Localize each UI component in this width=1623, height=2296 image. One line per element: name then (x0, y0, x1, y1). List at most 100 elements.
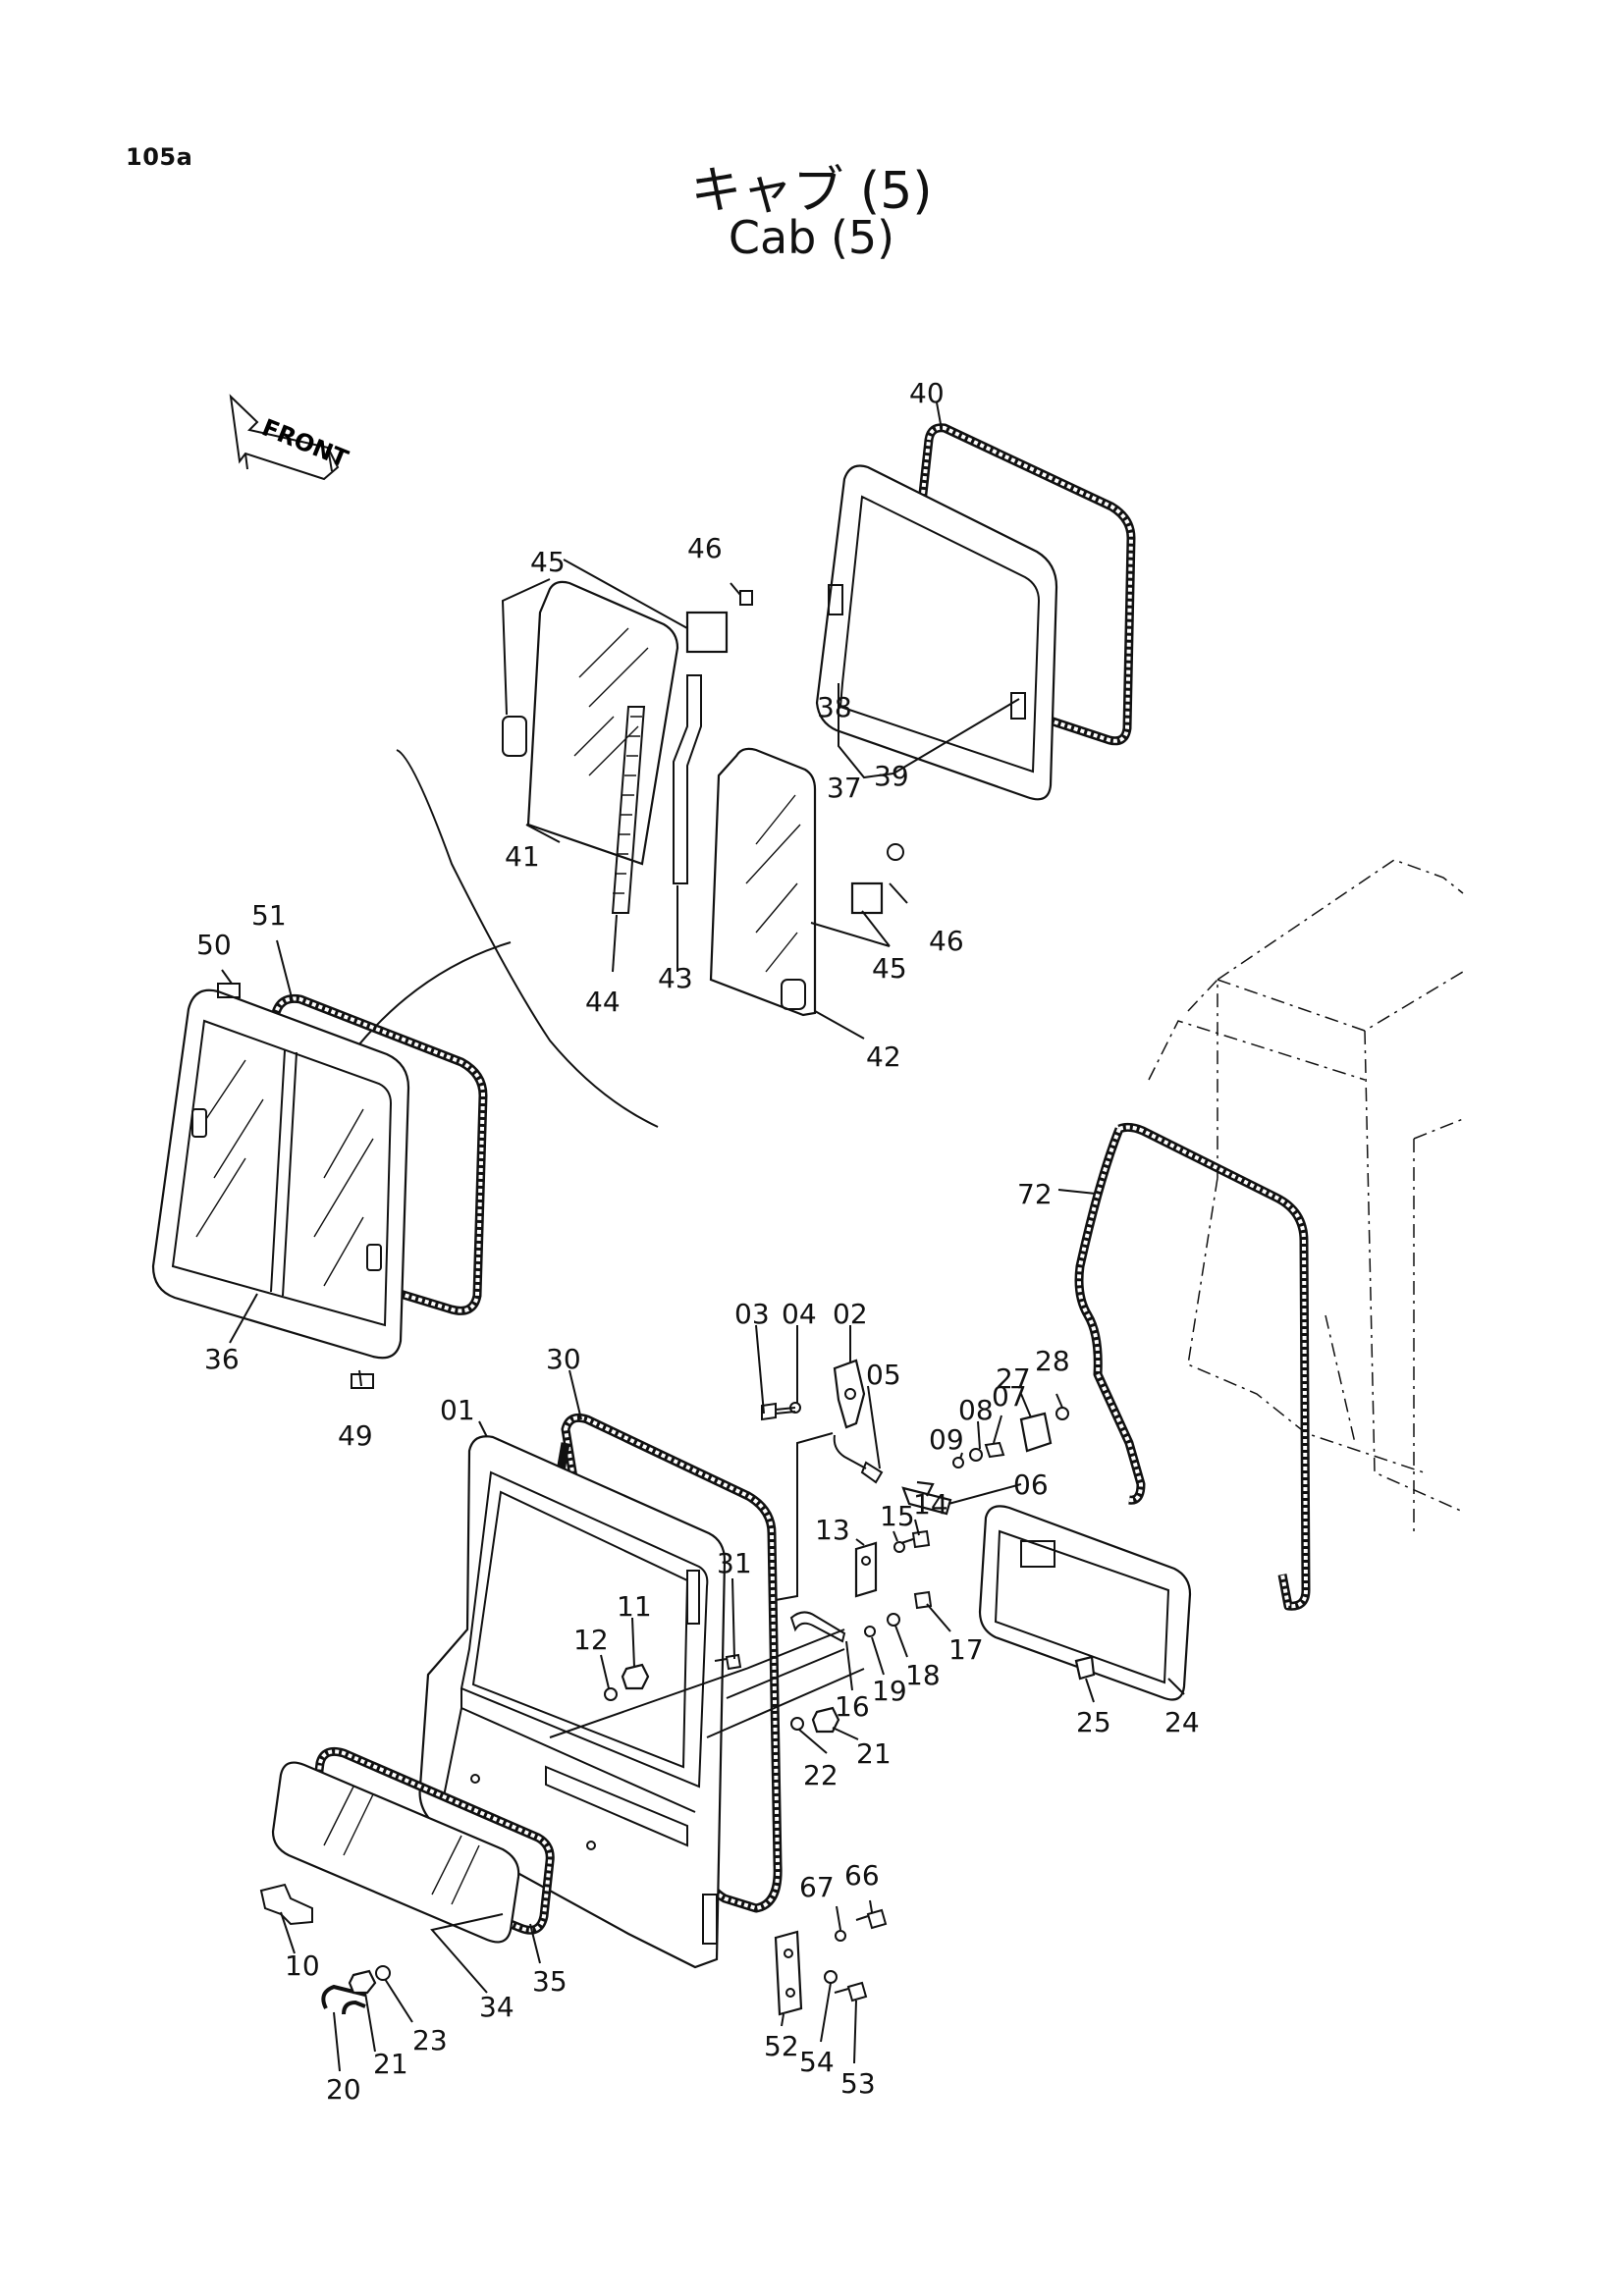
washer-09 (952, 1457, 964, 1468)
sliding-glass-42 (709, 747, 904, 1017)
label-19: 19 (872, 1675, 907, 1707)
label-54: 54 (799, 2046, 835, 2078)
label-02: 02 (833, 1298, 868, 1330)
front-label: FRONT (258, 413, 352, 473)
label-05: 05 (866, 1359, 901, 1391)
label-30: 30 (546, 1343, 581, 1375)
label-11: 11 (617, 1590, 652, 1623)
washer-23 (375, 1965, 391, 1981)
bolt-14 (900, 1529, 931, 1549)
cab-body (1148, 859, 1464, 1531)
label-45-bottom: 45 (872, 952, 907, 985)
washer-04 (789, 1402, 801, 1414)
bolt-53 (834, 1981, 868, 2002)
washer-12 (604, 1687, 618, 1701)
label-53: 53 (840, 2067, 876, 2100)
label-09: 09 (929, 1423, 964, 1456)
label-44: 44 (585, 986, 621, 1018)
lock-02 (833, 1359, 866, 1429)
label-08: 08 (958, 1394, 994, 1426)
label-10: 10 (285, 1949, 320, 1982)
washer-67 (835, 1930, 846, 1942)
label-04: 04 (782, 1298, 817, 1330)
label-51: 51 (251, 899, 287, 932)
clip-25 (1074, 1655, 1096, 1681)
label-42: 42 (866, 1041, 901, 1073)
washer-54 (824, 1970, 838, 1984)
label-20: 20 (326, 2073, 361, 2106)
label-23: 23 (412, 2024, 448, 2056)
label-52: 52 (764, 2030, 799, 2062)
front-arrow: FRONT (229, 394, 352, 481)
label-14: 14 (913, 1488, 948, 1521)
part-labels: 40 45 46 38 37 39 41 44 43 42 51 50 46 4… (196, 377, 1200, 2106)
washer-19 (864, 1626, 876, 1637)
leader-arc (396, 749, 659, 1128)
label-34: 34 (479, 1991, 514, 2023)
rear-window-frame-37 (815, 464, 1058, 801)
label-50: 50 (196, 929, 232, 961)
rod-16 (789, 1611, 846, 1643)
label-17: 17 (948, 1633, 984, 1666)
title-japanese: キャブ (5) (690, 162, 933, 221)
label-72: 72 (1017, 1178, 1053, 1210)
bolt-17 (913, 1590, 933, 1610)
door-opening-seal-72 (1074, 1122, 1311, 1611)
bracket-06 (901, 1480, 952, 1516)
washer-15 (893, 1541, 905, 1553)
label-18: 18 (905, 1659, 941, 1691)
stopper-49 (351, 1373, 374, 1389)
link-rod (549, 1432, 865, 1738)
strip-43 (673, 674, 702, 884)
nut-21 (348, 1969, 377, 1995)
door-01 (418, 1435, 727, 1969)
label-12: 12 (573, 1624, 609, 1656)
label-06: 06 (1013, 1468, 1049, 1501)
nut-21b (811, 1706, 840, 1734)
handle-20 (321, 1984, 366, 2015)
strip-44 (611, 706, 646, 914)
interior-panel-24 (978, 1505, 1192, 1701)
label-35: 35 (532, 1965, 568, 1998)
page-id: 105a (126, 143, 193, 171)
label-24: 24 (1164, 1706, 1200, 1738)
stopper-50 (217, 983, 241, 998)
hinge-52 (774, 1930, 803, 2016)
label-25: 25 (1076, 1706, 1111, 1738)
label-31: 31 (717, 1547, 752, 1579)
title-english: Cab (5) (728, 211, 895, 264)
leader-curve (343, 941, 512, 1065)
sliding-window-36 (151, 988, 410, 1360)
label-36: 36 (204, 1343, 240, 1375)
label-41: 41 (505, 840, 540, 873)
label-15: 15 (880, 1500, 915, 1532)
label-21-left: 21 (373, 2048, 408, 2080)
bracket-13 (854, 1541, 878, 1598)
label-07: 07 (992, 1380, 1027, 1413)
label-03: 03 (734, 1298, 770, 1330)
nut-11 (621, 1663, 650, 1690)
label-39: 39 (874, 760, 909, 792)
label-37: 37 (827, 772, 862, 804)
label-28: 28 (1035, 1345, 1070, 1377)
label-16: 16 (835, 1690, 870, 1723)
handle-10 (259, 1883, 313, 1926)
leader-lines (221, 401, 1185, 2072)
trim-panel-34 (271, 1761, 520, 1944)
sliding-glass-41 (502, 580, 753, 866)
washer-18 (887, 1613, 900, 1627)
label-01: 01 (440, 1394, 475, 1426)
label-22: 22 (803, 1759, 839, 1791)
label-46-bottom: 46 (929, 925, 964, 957)
label-46-top: 46 (687, 532, 723, 564)
rod-05 (833, 1434, 884, 1484)
label-27: 27 (996, 1362, 1031, 1395)
label-49: 49 (338, 1419, 373, 1452)
label-38: 38 (817, 691, 852, 723)
label-66: 66 (844, 1859, 880, 1892)
label-21-right: 21 (856, 1737, 892, 1770)
bolt-07 (984, 1441, 1005, 1459)
label-45-top: 45 (530, 546, 566, 578)
washer-22 (790, 1717, 804, 1731)
